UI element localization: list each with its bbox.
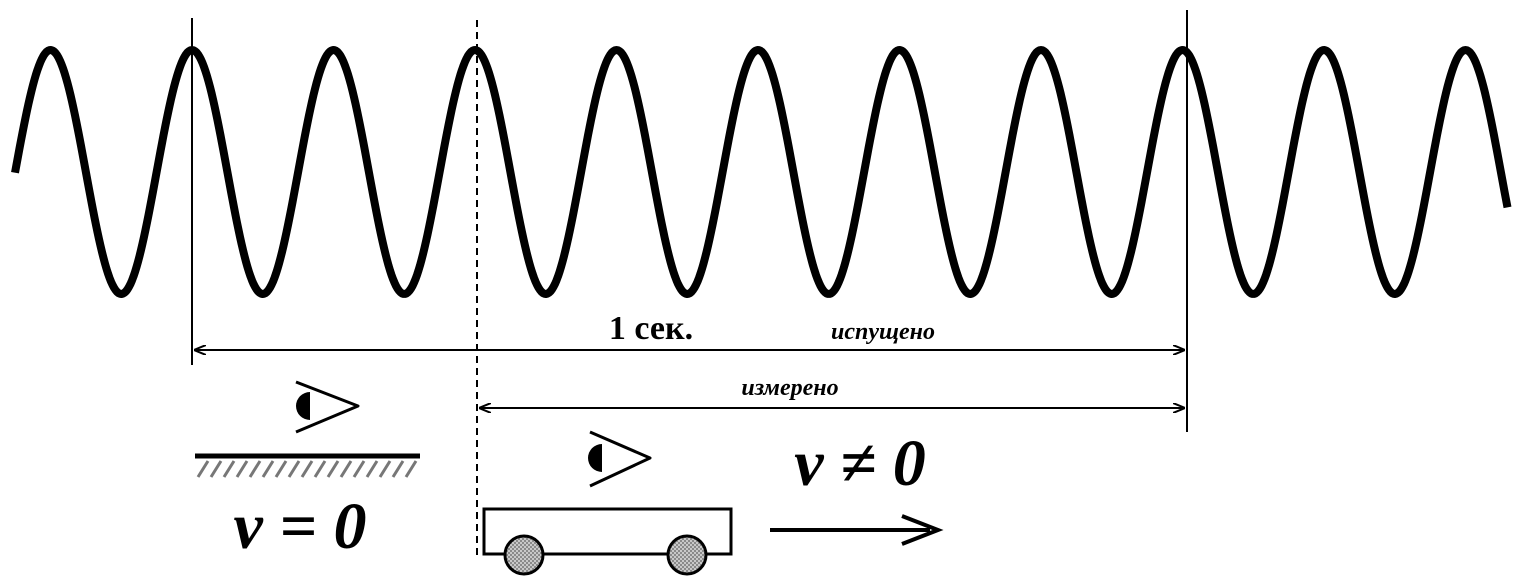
measured-label: измерено	[741, 375, 838, 401]
sine-wave	[11, 46, 1512, 298]
arrow-right-icon	[770, 514, 944, 546]
eye-icon	[295, 380, 360, 434]
stationary-speed-label: v = 0	[234, 490, 367, 563]
emitted-label: испущено	[831, 319, 935, 345]
cart-wheel-right	[666, 534, 708, 576]
ground-hatch-icon	[195, 453, 420, 478]
eye-icon	[588, 430, 652, 488]
moving-speed-label: v ≠ 0	[794, 427, 926, 500]
cart-icon	[482, 507, 733, 576]
duration-label: 1 сек.	[609, 310, 693, 347]
cart-wheel-left	[503, 534, 545, 576]
